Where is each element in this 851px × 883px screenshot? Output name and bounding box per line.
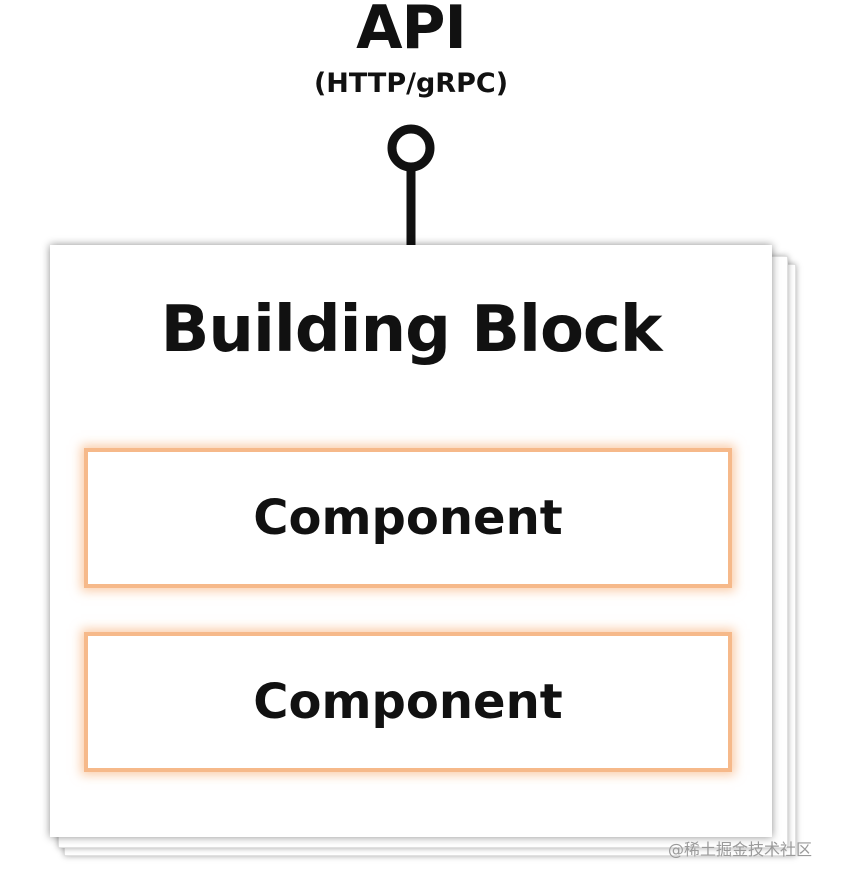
component-box: Component [84, 632, 732, 772]
component-box: Component [84, 448, 732, 588]
component-label: Component [253, 674, 563, 730]
component-label: Component [253, 490, 563, 546]
building-block: Building Block Component Component [50, 245, 772, 837]
api-interface-port-icon [387, 124, 435, 172]
api-title: API [356, 0, 467, 63]
watermark: @稀土掘金技术社区 [668, 840, 813, 859]
api-protocol-label: (HTTP/gRPC) [313, 68, 509, 99]
building-block-title: Building Block [160, 293, 663, 367]
